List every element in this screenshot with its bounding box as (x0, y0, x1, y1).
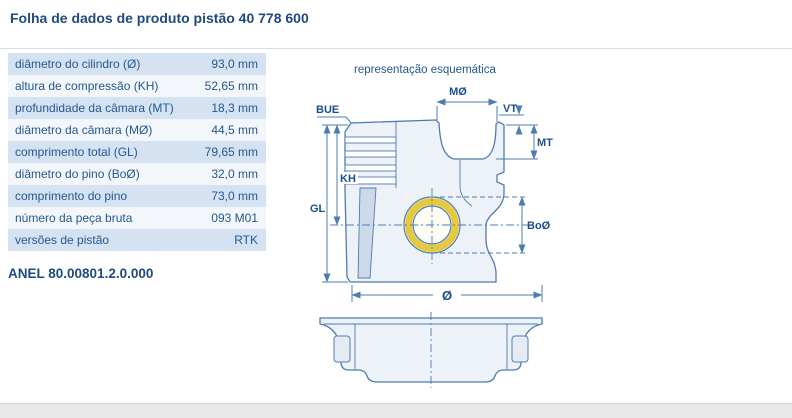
spec-value: 093 M01 (211, 211, 258, 225)
bottom-section-view (319, 312, 543, 388)
spec-value: 52,65 mm (204, 79, 258, 93)
spec-value: 44,5 mm (211, 123, 258, 137)
dim-label-mo: MØ (449, 86, 467, 98)
spec-label: comprimento do pino (15, 189, 128, 203)
dim-label-diameter: Ø (442, 288, 452, 303)
dim-label-vt: VT (503, 103, 517, 115)
piston-schematic-drawing: MØ VT MT BUE KH GL BoØ Ø (310, 86, 553, 388)
sectioned-skirt-wall (357, 187, 377, 279)
spec-row-chamber-diameter: diâmetro da câmara (MØ) 44,5 mm (8, 119, 266, 141)
schematic-caption: representação esquemática (354, 64, 496, 76)
spec-label: diâmetro do cilindro (Ø) (15, 57, 141, 71)
footer-bar (0, 403, 792, 418)
kh-label-backdrop (338, 172, 358, 184)
spec-value: 93,0 mm (211, 57, 258, 71)
spec-row-cylinder-diameter: diâmetro do cilindro (Ø) 93,0 mm (8, 53, 266, 75)
ring-part-number: ANEL 80.00801.2.0.000 (8, 266, 154, 281)
spec-label: diâmetro da câmara (MØ) (15, 123, 153, 137)
pin-boss-left (333, 335, 351, 363)
spec-label: comprimento total (GL) (15, 145, 138, 159)
spec-label: diâmetro do pino (BoØ) (15, 167, 140, 181)
header-divider (0, 48, 792, 49)
dim-label-kh: KH (340, 173, 356, 185)
spec-value: RTK (234, 233, 258, 247)
spec-value: 73,0 mm (211, 189, 258, 203)
page-title: Folha de dados de produto pistão 40 778 … (10, 10, 309, 26)
spec-row-pin-length: comprimento do pino 73,0 mm (8, 185, 266, 207)
spec-row-total-length: comprimento total (GL) 79,65 mm (8, 141, 266, 163)
spec-label: versões de pistão (15, 233, 110, 247)
spec-row-chamber-depth: profundidade da câmara (MT) 18,3 mm (8, 97, 266, 119)
dim-label-boo: BoØ (527, 220, 551, 232)
dimension-lines (317, 98, 543, 302)
dim-label-bue: BUE (316, 104, 339, 116)
spec-value: 79,65 mm (204, 145, 258, 159)
pin-boss-right (511, 335, 529, 363)
spec-value: 18,3 mm (211, 101, 258, 115)
spec-table: diâmetro do cilindro (Ø) 93,0 mm altura … (8, 53, 266, 251)
spec-label: altura de compressão (KH) (15, 79, 159, 93)
spec-row-raw-part-number: número da peça bruta 093 M01 (8, 207, 266, 229)
dim-label-gl: GL (310, 203, 326, 215)
spec-row-pin-diameter: diâmetro do pino (BoØ) 32,0 mm (8, 163, 266, 185)
spec-label: profundidade da câmara (MT) (15, 101, 174, 115)
spec-row-compression-height: altura de compressão (KH) 52,65 mm (8, 75, 266, 97)
spec-row-piston-versions: versões de pistão RTK (8, 229, 266, 251)
spec-label: número da peça bruta (15, 211, 133, 225)
spec-value: 32,0 mm (211, 167, 258, 181)
dim-label-mt: MT (537, 137, 553, 149)
ring-grooves (344, 122, 473, 279)
main-section-view (344, 119, 505, 283)
